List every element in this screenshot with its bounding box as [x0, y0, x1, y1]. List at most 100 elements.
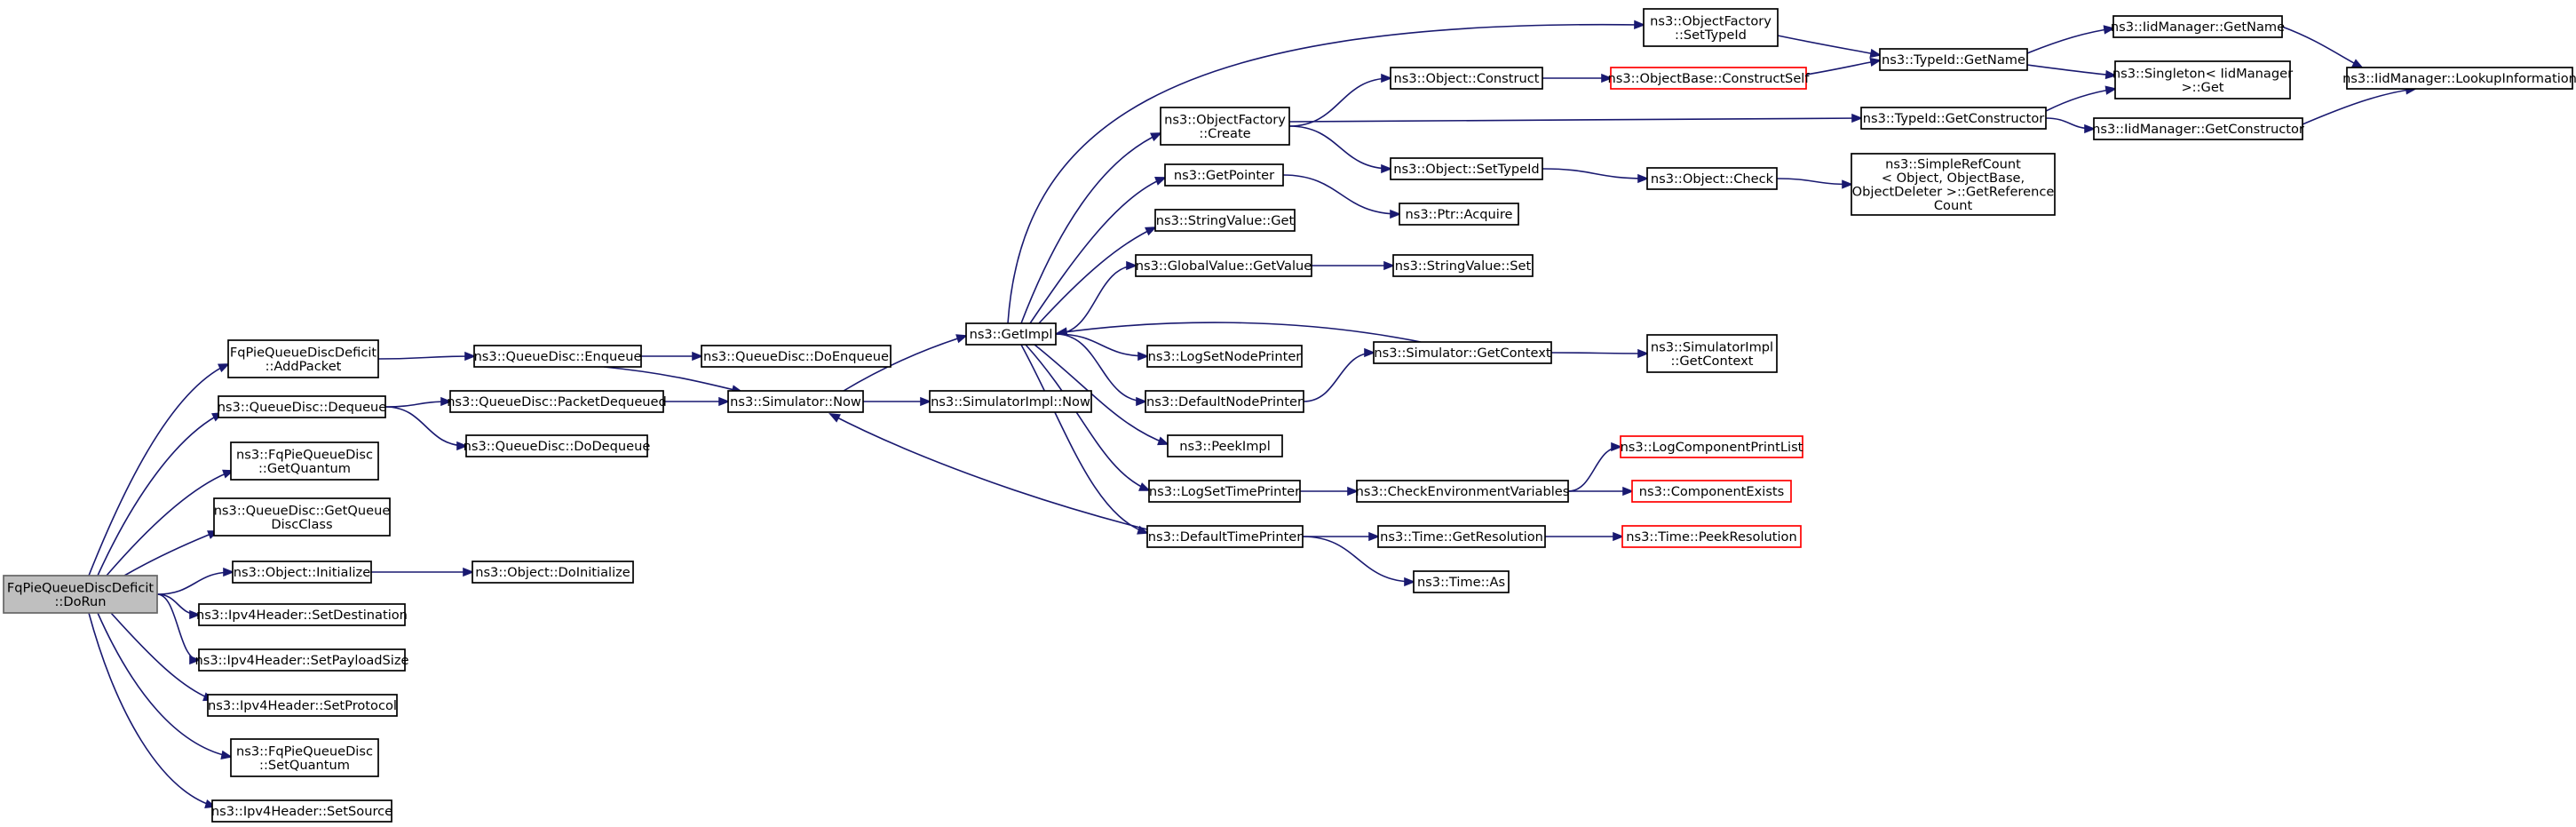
- edge-arrowhead: [1347, 486, 1359, 497]
- node-checkenv[interactable]: ns3::CheckEnvironmentVariables: [1356, 480, 1570, 503]
- node-typeid-getconstructor[interactable]: ns3::TypeId::GetConstructor: [1860, 107, 2047, 130]
- node-objbase-constructself[interactable]: ns3::ObjectBase::ConstructSelf: [1608, 67, 1811, 90]
- node-simplerefcount[interactable]: ns3::SimpleRefCount< Object, ObjectBase,…: [1851, 153, 2056, 216]
- node-box: [2093, 117, 2303, 140]
- node-componentexists[interactable]: ns3::ComponentExists: [1631, 480, 1792, 503]
- node-simimpl-now[interactable]: ns3::SimulatorImpl::Now: [929, 390, 1092, 413]
- edge-line: [1055, 333, 1148, 357]
- node-label-line: ns3::StringValue::Get: [1156, 213, 1295, 228]
- node-label-line: ns3::ObjectFactory: [1164, 112, 1286, 127]
- node-ptr-acquire[interactable]: ns3::Ptr::Acquire: [1399, 203, 1519, 226]
- node-label-line: ns3::Time::PeekResolution: [1626, 529, 1796, 545]
- edge-line: [377, 355, 475, 360]
- node-ipv4-setpayload[interactable]: ns3::Ipv4Header::SetPayloadSize: [194, 648, 409, 672]
- edge-line: [1029, 177, 1166, 324]
- edge-line: [1302, 536, 1415, 583]
- node-iidmgr-getname[interactable]: ns3::IidManager::GetName: [2111, 15, 2285, 38]
- node-label-line: ns3::TypeId::GetConstructor: [1863, 111, 2045, 126]
- edge-arrowhead: [464, 351, 477, 362]
- node-fq-setquantum[interactable]: ns3::FqPieQueueDisc::SetQuantum: [230, 738, 379, 777]
- edge-of_create-to-obj_settypeid: [1288, 125, 1393, 174]
- edge-line: [1288, 77, 1391, 127]
- node-obj-check[interactable]: ns3::Object::Check: [1646, 167, 1778, 190]
- node-time-getresolution[interactable]: ns3::Time::GetResolution: [1377, 525, 1546, 548]
- node-label-line: ns3::QueueDisc::PacketDequeued: [447, 394, 667, 410]
- edge-line: [97, 412, 223, 577]
- edge-arrowhead: [718, 396, 731, 407]
- node-defaulttimeprinter[interactable]: ns3::DefaultTimePrinter: [1146, 525, 1304, 548]
- node-box: [1390, 67, 1543, 90]
- node-label-line: Count: [1934, 198, 1973, 213]
- edge-sim_getcontext-to-getimpl: [1055, 322, 1422, 343]
- node-qd-dodequeue[interactable]: ns3::QueueDisc::DoDequeue: [464, 434, 651, 457]
- edge-line: [1007, 23, 1645, 324]
- edge-line: [1038, 227, 1156, 324]
- node-typeid-getname[interactable]: ns3::TypeId::GetName: [1879, 48, 2028, 71]
- node-ipv4-setdest[interactable]: ns3::Ipv4Header::SetDestination: [196, 603, 408, 626]
- node-logsetnodeprinter[interactable]: ns3::LogSetNodePrinter: [1146, 345, 1303, 368]
- edge-arrowhead: [2084, 123, 2096, 134]
- node-obj-doinitialize[interactable]: ns3::Object::DoInitialize: [472, 561, 634, 584]
- node-label-line: ::GetQuantum: [258, 461, 351, 476]
- edge-obj_construct-to-objbase_constructself: [1542, 73, 1613, 83]
- edge-typeid_getconstructor-to-singleton_get: [2045, 85, 2118, 112]
- node-iidmgr-lookupinfo[interactable]: ns3::IidManager::LookupInformation: [2342, 67, 2576, 90]
- node-box: [465, 434, 648, 457]
- node-addpacket[interactable]: FqPieQueueDiscDeficit::AddPacket: [227, 339, 379, 378]
- node-time-peekresolution[interactable]: ns3::Time::PeekResolution: [1621, 525, 1802, 548]
- node-time-as[interactable]: ns3::Time::As: [1413, 570, 1510, 593]
- node-iidmgr-getconstructor[interactable]: ns3::IidManager::GetConstructor: [2092, 117, 2304, 140]
- node-logsettimeprinter[interactable]: ns3::LogSetTimePrinter: [1148, 480, 1301, 503]
- edge-arrowhead: [1637, 173, 1650, 184]
- node-defaultnodeprinter[interactable]: ns3::DefaultNodePrinter: [1145, 390, 1304, 413]
- node-singleton-get[interactable]: ns3::Singleton< IidManager >::Get: [2112, 60, 2293, 99]
- node-of-create[interactable]: ns3::ObjectFactory::Create: [1160, 107, 1290, 146]
- edge-line: [1282, 174, 1400, 215]
- node-simimpl-getcontext[interactable]: ns3::SimulatorImpl::GetContext: [1646, 334, 1778, 373]
- node-label-line: ns3::QueueDisc::Dequeue: [218, 400, 387, 415]
- edge-qd_dequeue-to-qd_packetdequeued: [384, 396, 453, 408]
- node-of-settypeid[interactable]: ns3::ObjectFactory::SetTypeId: [1643, 8, 1779, 47]
- node-qd-doenqueue[interactable]: ns3::QueueDisc::DoEnqueue: [701, 345, 892, 368]
- edge-arrowhead: [1136, 396, 1148, 407]
- node-box: [965, 322, 1057, 346]
- node-qd-enqueue[interactable]: ns3::QueueDisc::Enqueue: [473, 345, 642, 368]
- edge-line: [1303, 352, 1375, 402]
- node-stringvalue-get[interactable]: ns3::StringValue::Get: [1154, 209, 1296, 232]
- edge-line: [829, 413, 1148, 530]
- node-label-line: ::DoRun: [55, 594, 107, 609]
- edge-line: [88, 612, 216, 807]
- node-box: [1610, 67, 1807, 90]
- node-box: [1373, 341, 1552, 364]
- node-root[interactable]: FqPieQueueDiscDeficit::DoRun: [3, 575, 158, 614]
- edge-getimpl-to-peekimpl: [1034, 344, 1170, 446]
- node-fq-getquantum[interactable]: ns3::FqPieQueueDisc::GetQuantum: [230, 441, 379, 481]
- node-ipv4-setsource[interactable]: ns3::Ipv4Header::SetSource: [211, 799, 392, 823]
- node-obj-construct[interactable]: ns3::Object::Construct: [1390, 67, 1543, 90]
- edge-globalvalue_getvalue-to-stringvalue_set: [1312, 260, 1396, 271]
- edge-sim_now-to-getimpl: [843, 334, 969, 392]
- node-ipv4-setproto[interactable]: ns3::Ipv4Header::SetProtocol: [207, 694, 398, 717]
- node-stringvalue-set[interactable]: ns3::StringValue::Set: [1392, 254, 1534, 277]
- node-logcomponentprintlist[interactable]: ns3::LogComponentPrintList: [1620, 435, 1803, 458]
- node-getpointer[interactable]: ns3::GetPointer: [1164, 163, 1284, 187]
- node-qd-packetdequeued[interactable]: ns3::QueueDisc::PacketDequeued: [447, 390, 667, 413]
- node-box: [1879, 48, 2028, 71]
- node-obj-initialize[interactable]: ns3::Object::Initialize: [232, 561, 372, 584]
- edge-checkenv-to-logcomponentprintlist: [1567, 441, 1623, 492]
- node-sim-now[interactable]: ns3::Simulator::Now: [727, 390, 864, 413]
- edge-arrowhead: [2104, 85, 2118, 95]
- node-globalvalue-getvalue[interactable]: ns3::GlobalValue::GetValue: [1135, 254, 1312, 277]
- edge-getimpl-to-defaulttimeprinter: [1020, 344, 1150, 535]
- node-getimpl[interactable]: ns3::GetImpl: [965, 322, 1057, 346]
- node-label-line: ns3::Time::GetResolution: [1380, 529, 1543, 545]
- node-box: [1154, 209, 1296, 232]
- node-qd-dequeue[interactable]: ns3::QueueDisc::Dequeue: [218, 395, 387, 418]
- node-obj-settypeid[interactable]: ns3::Object::SetTypeId: [1390, 157, 1543, 180]
- node-box: [929, 390, 1092, 413]
- node-sim-getcontext[interactable]: ns3::Simulator::GetContext: [1373, 341, 1552, 364]
- node-peekimpl[interactable]: ns3::PeekImpl: [1167, 434, 1283, 457]
- edge-line: [603, 366, 742, 393]
- edge-getimpl-to-of_settypeid: [1007, 20, 1646, 324]
